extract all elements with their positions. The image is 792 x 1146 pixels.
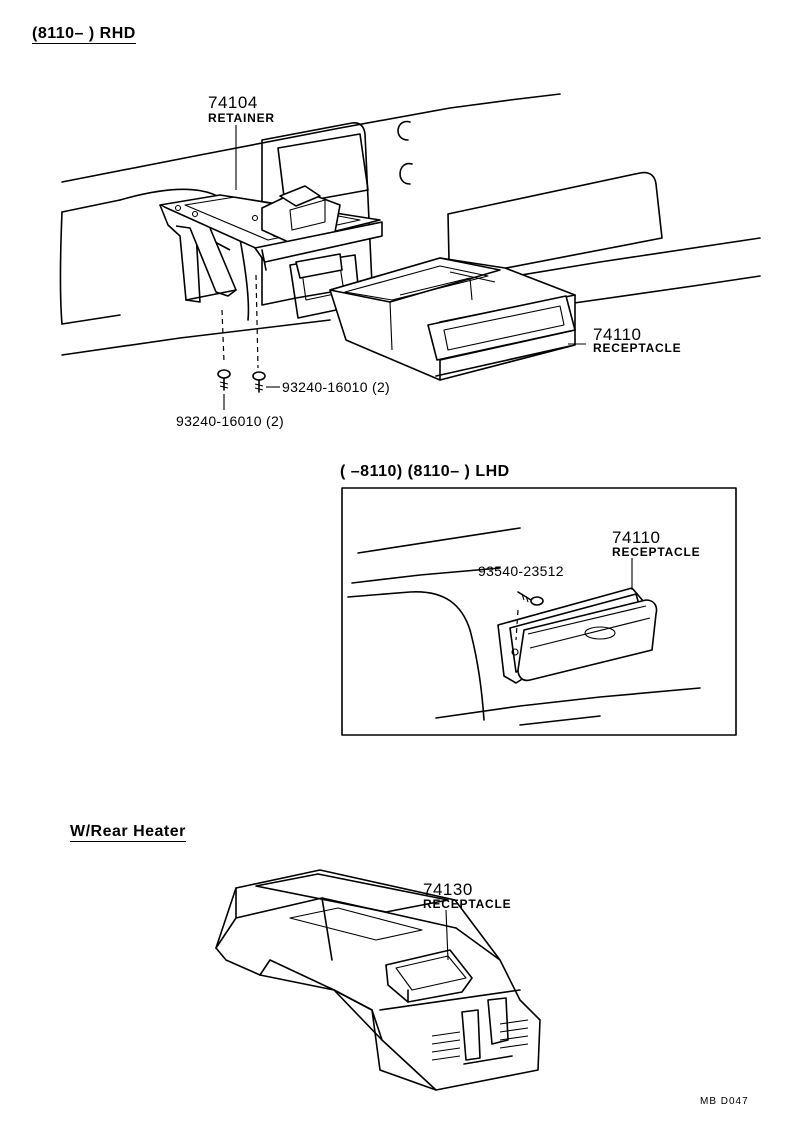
lhd-instrument-panel xyxy=(347,527,701,726)
rear-heater-section-header: W/Rear Heater xyxy=(70,823,186,842)
lhd-frame xyxy=(341,487,737,736)
figure-code: MB D047 xyxy=(700,1096,749,1107)
lhd-receptacle-74110 xyxy=(497,587,658,684)
console-body xyxy=(215,869,541,1091)
screw-part-label-left: 93240-16010 (2) xyxy=(176,413,285,429)
leader-74130 xyxy=(445,909,449,961)
lhd-section-header: ( –8110) (8110– ) LHD xyxy=(340,463,510,480)
rear-heater-receptacle-part-name: RECEPTACLE xyxy=(423,897,512,911)
screw-part-label-right: 93240-16010 (2) xyxy=(282,379,391,395)
lhd-screw-part-label: 93540-23512 xyxy=(478,563,564,579)
rhd-section-header: (8110– ) RHD xyxy=(32,25,136,44)
receptacle-74110 xyxy=(329,257,576,381)
retainer-part-name: RETAINER xyxy=(208,111,275,125)
receptacle-74130 xyxy=(385,949,473,1003)
lhd-screw xyxy=(515,591,544,641)
lhd-receptacle-part-name: RECEPTACLE xyxy=(612,545,701,559)
retainer-74104 xyxy=(159,185,383,303)
retainer-part-number: 74104 xyxy=(208,93,258,112)
rear-heater-receptacle-part-number: 74130 xyxy=(423,880,473,899)
lhd-receptacle-part-number: 74110 xyxy=(612,528,661,547)
receptacle-part-name: RECEPTACLE xyxy=(593,341,682,355)
rhd-screws xyxy=(217,274,280,393)
receptacle-part-number: 74110 xyxy=(593,325,642,344)
